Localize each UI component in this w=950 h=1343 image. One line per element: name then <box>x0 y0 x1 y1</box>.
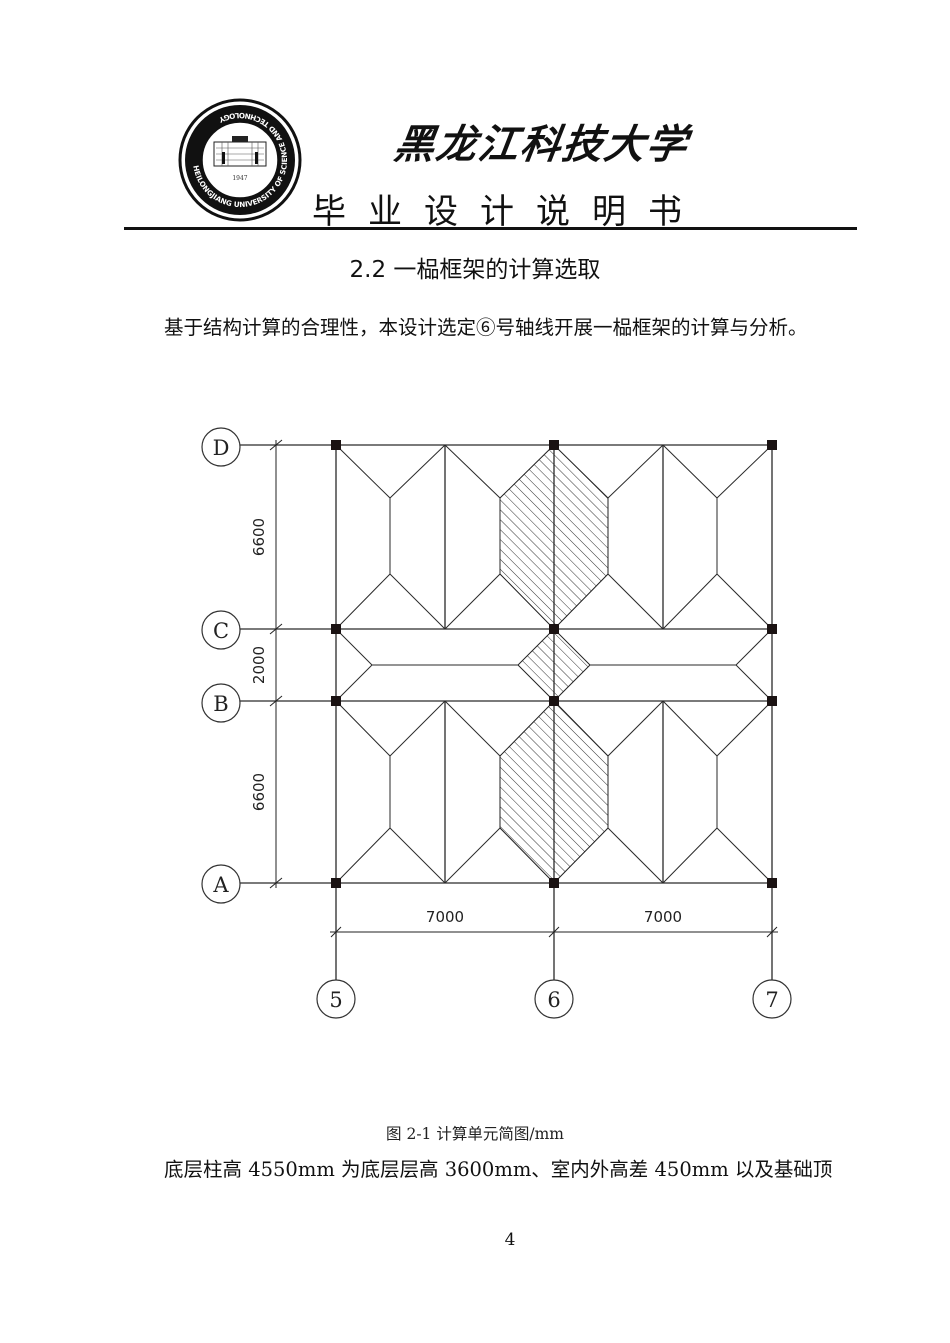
axis-label-B: B <box>213 692 228 716</box>
axis-label-D: D <box>213 436 230 460</box>
svg-text:7000: 7000 <box>426 908 464 926</box>
axis-label-C: C <box>213 619 229 643</box>
axis-label-7: 7 <box>765 988 778 1012</box>
figure-caption: 图 2-1 计算单元简图/mm <box>386 1125 564 1143</box>
svg-text:1947: 1947 <box>232 175 247 182</box>
section-heading: 2.2 一榀框架的计算选取 <box>349 257 601 283</box>
svg-text:6600: 6600 <box>250 773 268 811</box>
axis-label-A: A <box>212 873 229 897</box>
axis-label-5: 5 <box>329 988 342 1012</box>
body-paragraph: 底层柱高 4550mm 为底层层高 3600mm、室内外高差 450mm 以及基… <box>164 1158 833 1181</box>
svg-text:6600: 6600 <box>250 518 268 556</box>
university-seal-icon: 1947 HEILONGJIANG UNIVERSITY OF SCIENCE … <box>178 98 302 222</box>
svg-text:7000: 7000 <box>644 908 682 926</box>
university-name: 黑龙江科技大学 <box>391 121 692 168</box>
structural-plan-figure: 6600 2000 6600 7000 7000 D C B A 5 6 7 <box>190 420 810 1030</box>
body-paragraph: 基于结构计算的合理性，本设计选定⑥号轴线开展一榀框架的计算与分析。 <box>164 316 808 339</box>
axis-label-6: 6 <box>547 988 560 1012</box>
svg-text:2000: 2000 <box>250 646 268 684</box>
column-markers <box>331 440 777 888</box>
page-number: 4 <box>504 1230 516 1250</box>
document-type-title: 毕业设计说明书 <box>312 192 704 232</box>
header-divider <box>124 227 857 230</box>
